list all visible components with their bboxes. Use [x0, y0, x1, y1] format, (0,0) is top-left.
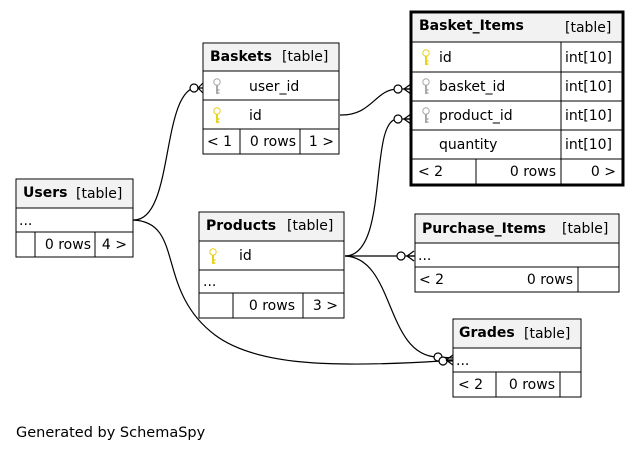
table-title: Purchase_Items — [422, 221, 546, 237]
parents-count: < 1 — [207, 134, 232, 150]
table-title: Baskets — [210, 49, 272, 65]
children-count: 1 > — [309, 134, 334, 150]
edge-users-baskets — [132, 86, 199, 221]
column-name: id — [249, 108, 262, 124]
row-count: 0 rows — [510, 164, 556, 180]
children-count: 4 > — [102, 237, 127, 253]
children-count: 3 > — [313, 298, 338, 314]
crowfoot-marker — [197, 82, 204, 94]
row-count: 0 rows — [250, 134, 296, 150]
table-tag: [table] — [562, 221, 608, 237]
zero-many-marker — [438, 356, 448, 366]
table-products[interactable]: Products [table] id ... 0 rows 3 > — [198, 211, 345, 319]
edge-baskets-basketitems — [339, 88, 412, 116]
column-name: id — [439, 50, 452, 66]
column-type: int[10] — [565, 79, 612, 95]
column-name: basket_id — [439, 79, 505, 95]
table-title: Users — [23, 185, 67, 201]
column-type: int[10] — [565, 137, 612, 153]
table-baskets[interactable]: Baskets [table] user_id id < 1 0 rows 1 … — [202, 42, 340, 155]
table-tag: [table] — [565, 20, 611, 36]
zero-many-marker — [189, 83, 199, 93]
column-name: product_id — [439, 108, 513, 124]
parents-count: < 2 — [418, 164, 443, 180]
parents-count: < 2 — [419, 272, 444, 288]
relationship-lines — [132, 82, 454, 366]
table-tag: [table] — [524, 326, 570, 342]
parents-count: < 2 — [458, 377, 483, 393]
columns-ellipsis: ... — [203, 274, 216, 290]
zero-many-marker — [396, 251, 406, 261]
column-name: id — [239, 248, 252, 264]
column-type: int[10] — [565, 50, 612, 66]
row-count: 0 rows — [249, 298, 295, 314]
table-users[interactable]: Users [table] ... 0 rows 4 > — [15, 178, 134, 258]
table-title: Products — [206, 218, 276, 234]
table-purchase-items[interactable]: Purchase_Items [table] ... < 2 0 rows — [414, 213, 620, 293]
column-name: quantity — [439, 137, 497, 153]
table-title: Basket_Items — [419, 18, 524, 34]
crowfoot-marker — [406, 250, 415, 262]
zero-many-marker — [393, 114, 403, 124]
table-tag: [table] — [287, 218, 333, 234]
crowfoot-marker — [445, 354, 454, 366]
columns-ellipsis: ... — [418, 248, 431, 264]
table-title: Grades — [459, 325, 515, 341]
edge-users-grades — [132, 219, 453, 365]
row-count: 0 rows — [45, 237, 91, 253]
row-count: 0 rows — [509, 377, 555, 393]
column-name: user_id — [249, 79, 299, 95]
table-tag: [table] — [76, 186, 122, 202]
edge-products-basketitems — [344, 118, 412, 257]
row-count: 0 rows — [527, 272, 573, 288]
columns-ellipsis: ... — [456, 353, 469, 369]
table-grades[interactable]: Grades [table] ... < 2 0 rows — [452, 318, 582, 398]
children-count: 0 > — [591, 164, 616, 180]
zero-many-marker — [393, 84, 403, 94]
generated-by-footer: Generated by SchemaSpy — [16, 425, 206, 441]
edge-products-grades — [344, 255, 454, 359]
table-basket-items[interactable]: Basket_Items [table] id int[10] basket_i… — [409, 10, 625, 187]
column-type: int[10] — [565, 108, 612, 124]
columns-ellipsis: ... — [19, 213, 32, 229]
table-tag: [table] — [282, 49, 328, 65]
